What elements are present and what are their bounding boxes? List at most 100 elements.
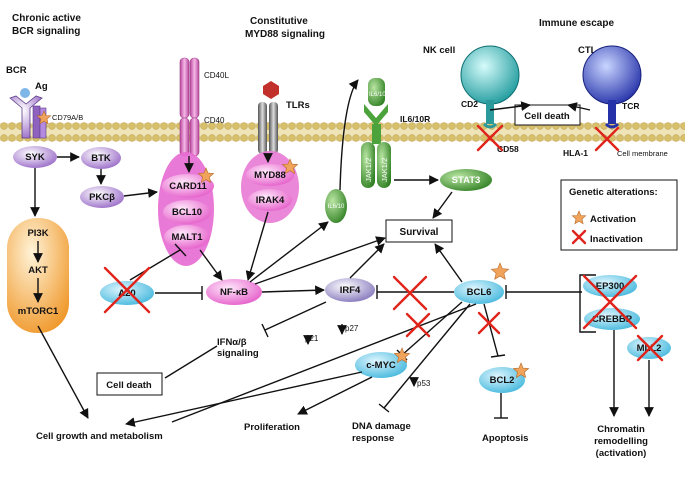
cmyc-node xyxy=(355,352,407,378)
myd88-activation-star xyxy=(281,158,299,175)
chromatin-line2: remodelling xyxy=(594,436,648,447)
cd2-label: CD2 xyxy=(461,99,478,109)
header-myd88-line1: Constitutive xyxy=(250,16,308,27)
btk-node xyxy=(81,147,121,169)
dna-damage-line2: response xyxy=(352,433,394,444)
legend-title: Genetic alterations: xyxy=(569,187,658,198)
myd88-node xyxy=(246,164,294,186)
antigen-icon xyxy=(20,88,30,98)
pi3k-pathway-box xyxy=(7,218,69,333)
il610-mid-label: IL6/10 xyxy=(328,204,345,210)
p27-label: p27 xyxy=(345,324,359,333)
irak4-node xyxy=(248,189,292,211)
bcl2-activation-star xyxy=(512,362,530,379)
immune-cell-death-label: Cell death xyxy=(524,111,570,122)
survival-box xyxy=(385,219,453,243)
header-myd88-line2: MYD88 signaling xyxy=(245,29,325,40)
btk-label: BTK xyxy=(91,153,111,164)
cd79-activation-star xyxy=(36,110,52,125)
activation-stars xyxy=(36,110,587,379)
card11-node xyxy=(162,174,214,198)
legend-activation: Activation xyxy=(590,214,636,225)
crebbp-label: CREBBP xyxy=(592,314,633,325)
nfkb-label: NF-κB xyxy=(220,287,248,298)
cd40-label: CD40 xyxy=(204,116,225,125)
bcl6-node xyxy=(454,280,504,304)
irf4-label: IRF4 xyxy=(340,285,361,296)
nk-cell-label: NK cell xyxy=(423,45,455,56)
apoptosis-label: Apoptosis xyxy=(482,433,528,444)
a20-inactivation-cross xyxy=(103,266,151,314)
card11-activation-star xyxy=(197,167,215,184)
irak4-label: IRAK4 xyxy=(256,195,285,206)
cmyc-activation-star xyxy=(393,347,411,364)
survival-label: Survival xyxy=(400,227,439,238)
p53-label: p53 xyxy=(417,379,431,388)
ep300-crebbp-inactivation-cross xyxy=(582,274,638,330)
proliferation-label: Proliferation xyxy=(244,422,300,433)
chromatin-line1: Chromatin xyxy=(597,424,645,435)
stat3-node xyxy=(440,169,492,191)
bcl6-activation-star xyxy=(490,262,510,280)
cd40l-label: CD40L xyxy=(204,71,229,80)
stat3-label: STAT3 xyxy=(452,175,481,186)
ag-label: Ag xyxy=(35,81,48,92)
il610-top-label: IL6/10 xyxy=(369,92,386,98)
nfkb-node xyxy=(206,279,262,305)
card11-label: CARD11 xyxy=(169,181,207,192)
a20-label: A20 xyxy=(118,288,135,299)
pathway-edges xyxy=(30,79,654,427)
dna-damage-line1: DNA damage xyxy=(352,421,411,432)
a20-node xyxy=(100,281,154,305)
bcl10-label: BCL10 xyxy=(172,207,202,218)
immune-cell-death-box xyxy=(514,104,581,126)
syk-label: SYK xyxy=(25,152,45,163)
ctl-cell: CTL TCR HLA-1 Cell membrane xyxy=(563,45,668,158)
cd79-label: CD79A/B xyxy=(52,113,83,122)
chromatin-line3: (activation) xyxy=(596,448,647,459)
akt-label: AKT xyxy=(28,265,48,276)
tlr-receptor: TLRs xyxy=(258,81,310,154)
ep300-node xyxy=(583,275,637,297)
mtorc1-label: mTORC1 xyxy=(18,306,59,317)
hla-label: HLA-1 xyxy=(563,148,588,158)
nk-cell: NK cell CD2 CD58 xyxy=(423,45,520,154)
cmyc-label: c-MYC xyxy=(366,360,396,371)
il610r-receptor: IL6/10 IL6/10R JAK1/2 JAK1/2 xyxy=(361,78,430,188)
ctl-label: CTL xyxy=(578,45,597,56)
ep300-label: EP300 xyxy=(596,281,625,292)
inactivation-crosses xyxy=(103,124,664,362)
bcl6-irf4-inactivation-cross xyxy=(392,275,428,311)
cd40-receptor: CD40L CD40 xyxy=(179,57,229,157)
tlrs-label: TLRs xyxy=(286,100,310,111)
bcr-label: BCR xyxy=(6,65,27,76)
myd88-label: MYD88 xyxy=(254,170,286,181)
bcl6-cmyc-inactivation-cross xyxy=(405,312,431,338)
il610-node xyxy=(325,189,347,223)
cell-membrane-label: Cell membrane xyxy=(617,149,668,158)
legend-inactivation-cross xyxy=(571,229,587,245)
hla-inactivation-cross xyxy=(594,126,620,152)
cell-death-label: Cell death xyxy=(106,380,152,391)
cell-death-box xyxy=(96,372,163,396)
ifn-label-line1: IFNα/β xyxy=(217,337,247,348)
p21-label: p21 xyxy=(305,334,319,343)
bcl2-label: BCL2 xyxy=(490,375,515,386)
malt1-node xyxy=(164,225,210,249)
header-bcr-line1: Chronic active xyxy=(12,13,81,24)
jak-node-1: JAK1/2 xyxy=(364,158,373,182)
pi3k-label: PI3K xyxy=(27,228,48,239)
bcl6-label: BCL6 xyxy=(467,287,492,298)
bcl6-bcl2-inactivation-cross xyxy=(477,311,501,335)
tcr-label: TCR xyxy=(622,101,639,111)
irf4-node xyxy=(325,278,375,302)
cd58-inactivation-cross xyxy=(476,124,504,152)
jak-node-2: JAK1/2 xyxy=(380,158,389,182)
header-bcr-line2: BCR signaling xyxy=(12,26,80,37)
pkcb-node xyxy=(80,186,124,208)
legend-inactivation: Inactivation xyxy=(590,234,643,245)
cell-growth-label: Cell growth and metabolism xyxy=(36,431,163,442)
pkcb-label: PKCβ xyxy=(89,192,115,203)
